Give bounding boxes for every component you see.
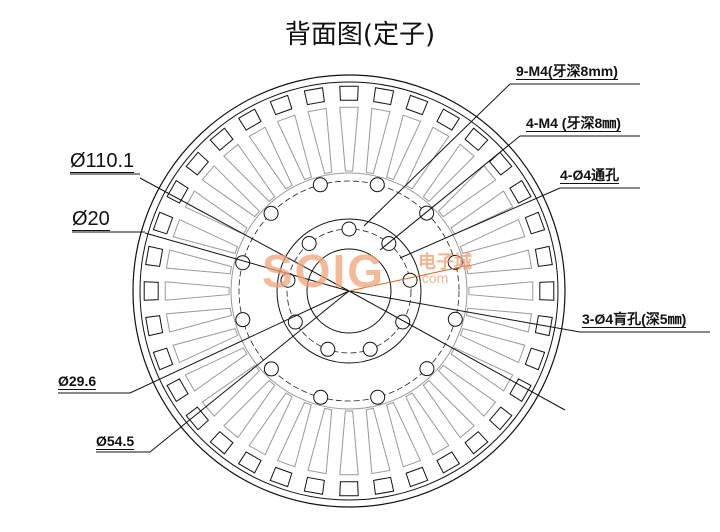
label-d54: Ø54.5 [96,433,135,451]
label-d20: Ø20 [72,208,110,231]
watermark-logo: SOIG [262,245,386,297]
watermark-cn: 电子城 [418,252,472,272]
label-3blind: 3-Ø4肓孔(深5㎜) [582,311,687,329]
label-d29: Ø29.6 [58,373,97,391]
watermark-domain: .com [418,270,449,286]
label-4m4: 4-M4 (牙深8㎜) [526,115,621,133]
label-d110: Ø110.1 [70,150,135,173]
label-9m4: 9-M4(牙深8mm) [516,63,618,81]
label-4hole: 4-Ø4通孔 [560,167,620,185]
drawing-title: 背面图(定子) [284,20,436,50]
